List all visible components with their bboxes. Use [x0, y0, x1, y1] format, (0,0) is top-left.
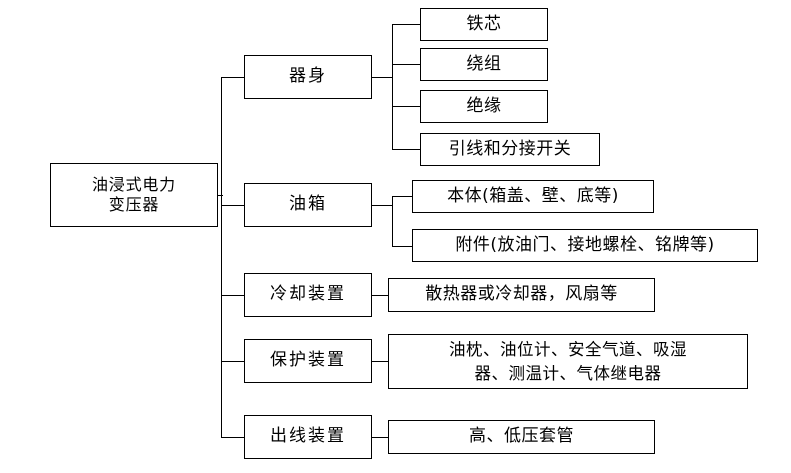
node-youxiang: 油箱	[244, 183, 372, 227]
connector-trunk-to-youxiang	[221, 205, 244, 206]
node-lengque-zhuangzhi: 冷却装置	[244, 273, 372, 317]
node-youxiang-label: 油箱	[289, 194, 327, 215]
connector-trunk-to-lengque	[221, 295, 244, 296]
connector-chuxian-out	[372, 437, 389, 438]
connector-youxiang-to-fujian	[392, 246, 413, 247]
connector-qishen-subtrunk	[392, 24, 393, 149]
node-qishen: 器身	[244, 55, 372, 99]
node-tiexin: 铁芯	[420, 8, 548, 41]
node-chuxian-zhuangzhi: 出线装置	[244, 415, 372, 459]
node-jueyuan: 绝缘	[420, 90, 548, 123]
node-raozu-label: 绕组	[466, 53, 502, 74]
connector-qishen-out	[372, 77, 393, 78]
node-sanreqi-huo-lengqueqi-fengshan: 散热器或冷却器，风扇等	[388, 278, 655, 312]
node-lengque-zhuangzhi-label: 冷却装置	[270, 284, 346, 305]
node-jueyuan-label: 绝缘	[466, 95, 502, 116]
connector-trunk-to-baohu	[221, 361, 244, 362]
node-chuxian-zhuangzhi-label: 出线装置	[270, 426, 346, 447]
node-qishen-label: 器身	[289, 66, 327, 87]
connector-baohu-out	[372, 361, 389, 362]
node-youzhen-label: 油枕、油位计、安全气道、吸湿 器、测温计、气体继电器	[449, 339, 687, 383]
node-gao-diya-taoguan-label: 高、低压套管	[469, 426, 574, 447]
connector-qishen-to-raozu	[392, 64, 420, 65]
node-youzhen-youweiji-anquanqidao: 油枕、油位计、安全气道、吸湿 器、测温计、气体继电器	[388, 334, 748, 389]
connector-qishen-to-tiexin	[392, 24, 420, 25]
node-fujian-label: 附件(放油门、接地螺栓、铭牌等)	[455, 234, 715, 255]
connector-root-stub	[218, 195, 223, 196]
connector-youxiang-subtrunk	[392, 196, 393, 246]
connector-qishen-to-jueyuan	[392, 106, 420, 107]
node-yinxian-he-fenjie-kaiguan-label: 引线和分接开关	[448, 138, 572, 159]
connector-qishen-to-yinxian	[392, 149, 420, 150]
connector-lengque-out	[372, 295, 389, 296]
connector-main-trunk	[221, 77, 222, 437]
connector-trunk-to-chuxian	[221, 437, 244, 438]
node-fujian-fangyoumen-jiedi-luoshuan-mingpai: 附件(放油门、接地螺栓、铭牌等)	[412, 229, 758, 262]
node-yinxian-he-fenjie-kaiguan: 引线和分接开关	[420, 133, 600, 166]
node-sanreqi-label: 散热器或冷却器，风扇等	[425, 284, 618, 305]
node-root-label: 油浸式电力 变压器	[91, 175, 176, 214]
node-raozu: 绕组	[420, 48, 548, 81]
node-benti-xianggai-bi-di-label: 本体(箱盖、壁、底等)	[447, 185, 619, 206]
connector-youxiang-to-benti	[392, 196, 413, 197]
connector-trunk-to-qishen	[221, 77, 244, 78]
node-baohu-zhuangzhi: 保护装置	[244, 339, 372, 383]
node-root-oil-immersed-power-transformer: 油浸式电力 变压器	[50, 163, 218, 227]
node-tiexin-label: 铁芯	[466, 13, 502, 34]
node-benti-xianggai-bi-di: 本体(箱盖、壁、底等)	[412, 180, 654, 213]
connector-youxiang-out	[372, 205, 393, 206]
node-baohu-zhuangzhi-label: 保护装置	[270, 350, 346, 371]
node-gao-diya-taoguan: 高、低压套管	[388, 420, 655, 454]
